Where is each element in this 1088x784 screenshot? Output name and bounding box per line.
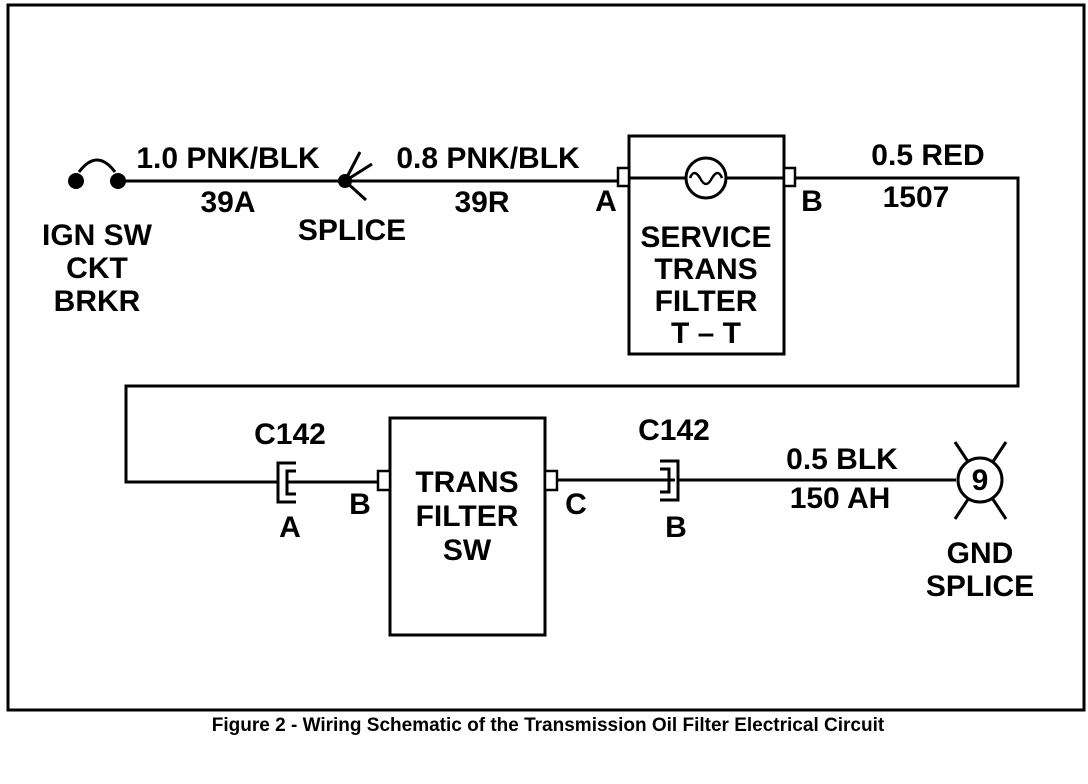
service-label-4: T – T [671, 317, 741, 350]
ground-label-1: GND [947, 537, 1014, 570]
switch-terminal-c-label: C [565, 488, 587, 521]
switch-label-1: TRANS [415, 466, 518, 499]
service-terminal-b-label: B [801, 185, 823, 218]
splice-symbol [338, 151, 373, 202]
wire-blk-circuit: 150 AH [790, 482, 891, 515]
connector-left-name: C142 [254, 418, 326, 451]
switch-label-3: SW [443, 534, 492, 567]
ign-sw-label-2: CKT [66, 252, 128, 285]
connector-left-pin-a: A [279, 511, 301, 544]
switch-label-2: FILTER [416, 500, 519, 533]
wire-splice-service-circuit: 39R [454, 186, 509, 219]
service-terminal-a [616, 166, 631, 188]
wire-splice-service-gauge: 0.8 PNK/BLK [396, 142, 580, 175]
wire-red-gauge: 0.5 RED [871, 139, 984, 172]
circuit-breaker-symbol [68, 158, 126, 189]
wire-ign-splice-gauge: 1.0 PNK/BLK [136, 142, 320, 175]
connector-right-pin-b: B [665, 511, 687, 544]
splice-label: SPLICE [298, 214, 406, 247]
indicator-lamp-icon [684, 156, 728, 200]
service-terminal-a-label: A [595, 185, 617, 218]
wire-red-circuit: 1507 [883, 181, 950, 214]
service-label-1: SERVICE [640, 221, 771, 254]
figure-caption: Figure 2 - Wiring Schematic of the Trans… [212, 715, 885, 736]
connector-left-pin-b: B [349, 488, 371, 521]
switch-terminal-b [376, 469, 392, 492]
ground-splice-symbol [953, 441, 1008, 520]
trans-filter-switch-box [388, 416, 547, 637]
ign-sw-label-1: IGN SW [42, 219, 153, 252]
wire-blk-gauge: 0.5 BLK [786, 443, 898, 476]
connector-right-name: C142 [638, 414, 710, 447]
diagram-frame [6, 3, 1086, 712]
service-terminal-b [782, 166, 797, 188]
service-label-2: TRANS [654, 253, 757, 286]
ground-label-2: SPLICE [926, 570, 1034, 603]
ground-number: 9 [972, 464, 989, 497]
wire-ign-splice-circuit: 39A [200, 186, 255, 219]
switch-terminal-c [543, 469, 559, 492]
service-label-3: FILTER [655, 285, 758, 318]
wire-service-to-switch [124, 176, 1020, 484]
ign-sw-label-3: BRKR [54, 285, 141, 318]
